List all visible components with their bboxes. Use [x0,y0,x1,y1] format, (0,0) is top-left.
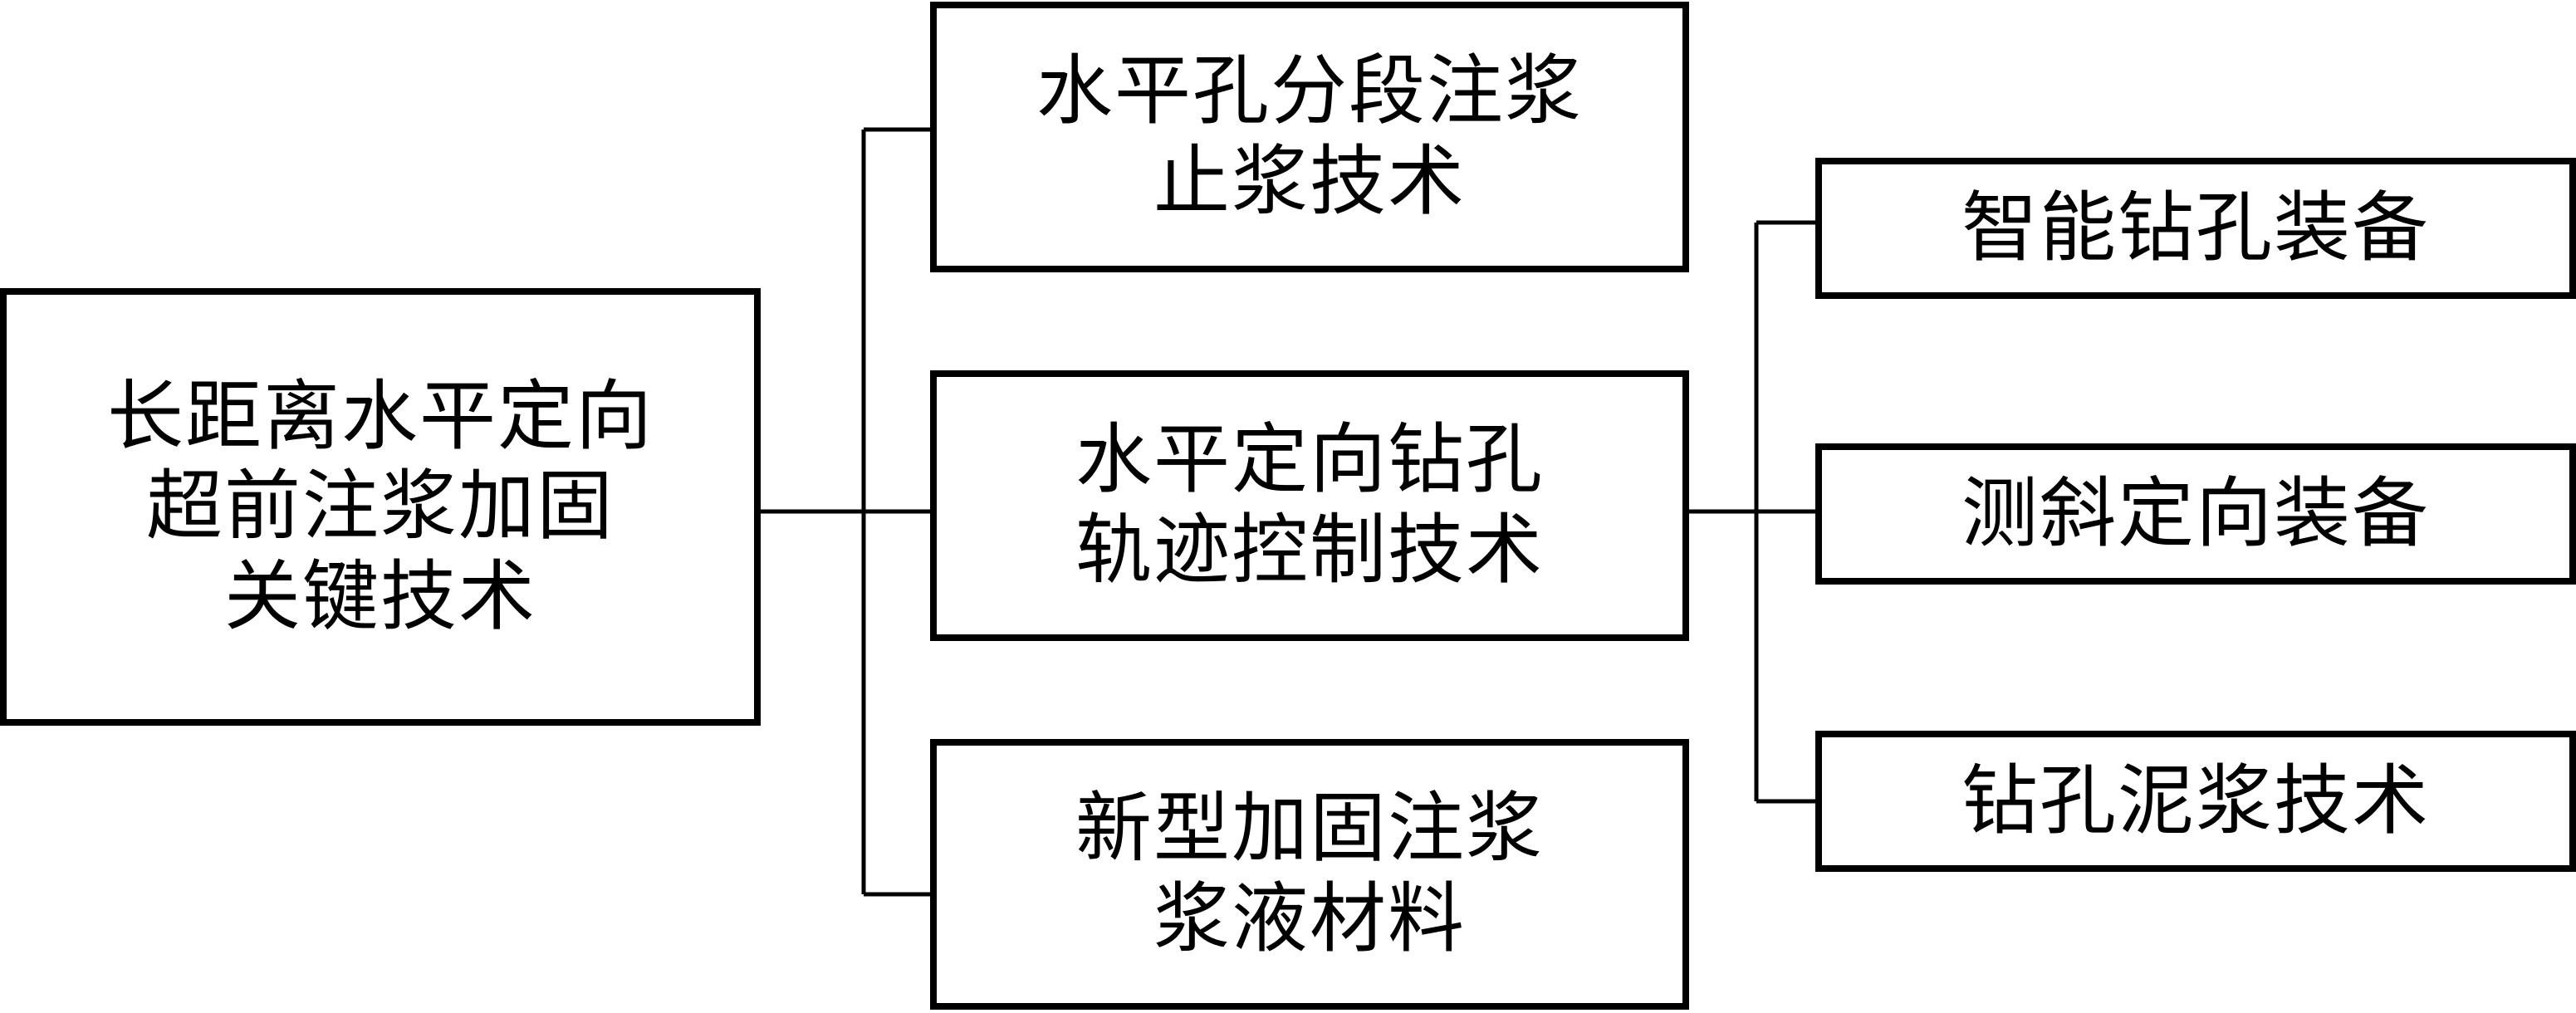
root-label-line-1: 长距离水平定向 [106,371,654,461]
box-drilling-mud-label: 钻孔泥浆技术 [1961,756,2430,845]
box-grouting-materials: 新型加固注浆 浆液材料 [930,739,1689,1010]
box-trajectory-control: 水平定向钻孔 轨迹控制技术 [930,370,1689,641]
root-box: 长距离水平定向 超前注浆加固 关键技术 [0,288,761,726]
root-label-line-3: 关键技术 [223,551,536,641]
box-grouting-stop-line-2: 止浆技术 [1153,137,1466,226]
box-drilling-equipment-label: 智能钻孔装备 [1961,183,2430,272]
box-trajectory-control-line-1: 水平定向钻孔 [1075,415,1544,505]
box-grouting-stop-line-1: 水平孔分段注浆 [1036,46,1583,136]
box-grouting-materials-line-1: 新型加固注浆 [1075,784,1544,874]
root-label-line-2: 超前注浆加固 [145,462,615,551]
box-inclinometer-equipment-label: 测斜定向装备 [1961,468,2430,558]
box-grouting-materials-line-2: 浆液材料 [1153,874,1466,963]
box-drilling-equipment: 智能钻孔装备 [1815,158,2576,299]
box-inclinometer-equipment: 测斜定向装备 [1815,443,2576,585]
box-trajectory-control-line-2: 轨迹控制技术 [1075,506,1544,595]
box-grouting-stop: 水平孔分段注浆 止浆技术 [930,2,1689,272]
box-drilling-mud: 钻孔泥浆技术 [1815,731,2576,872]
